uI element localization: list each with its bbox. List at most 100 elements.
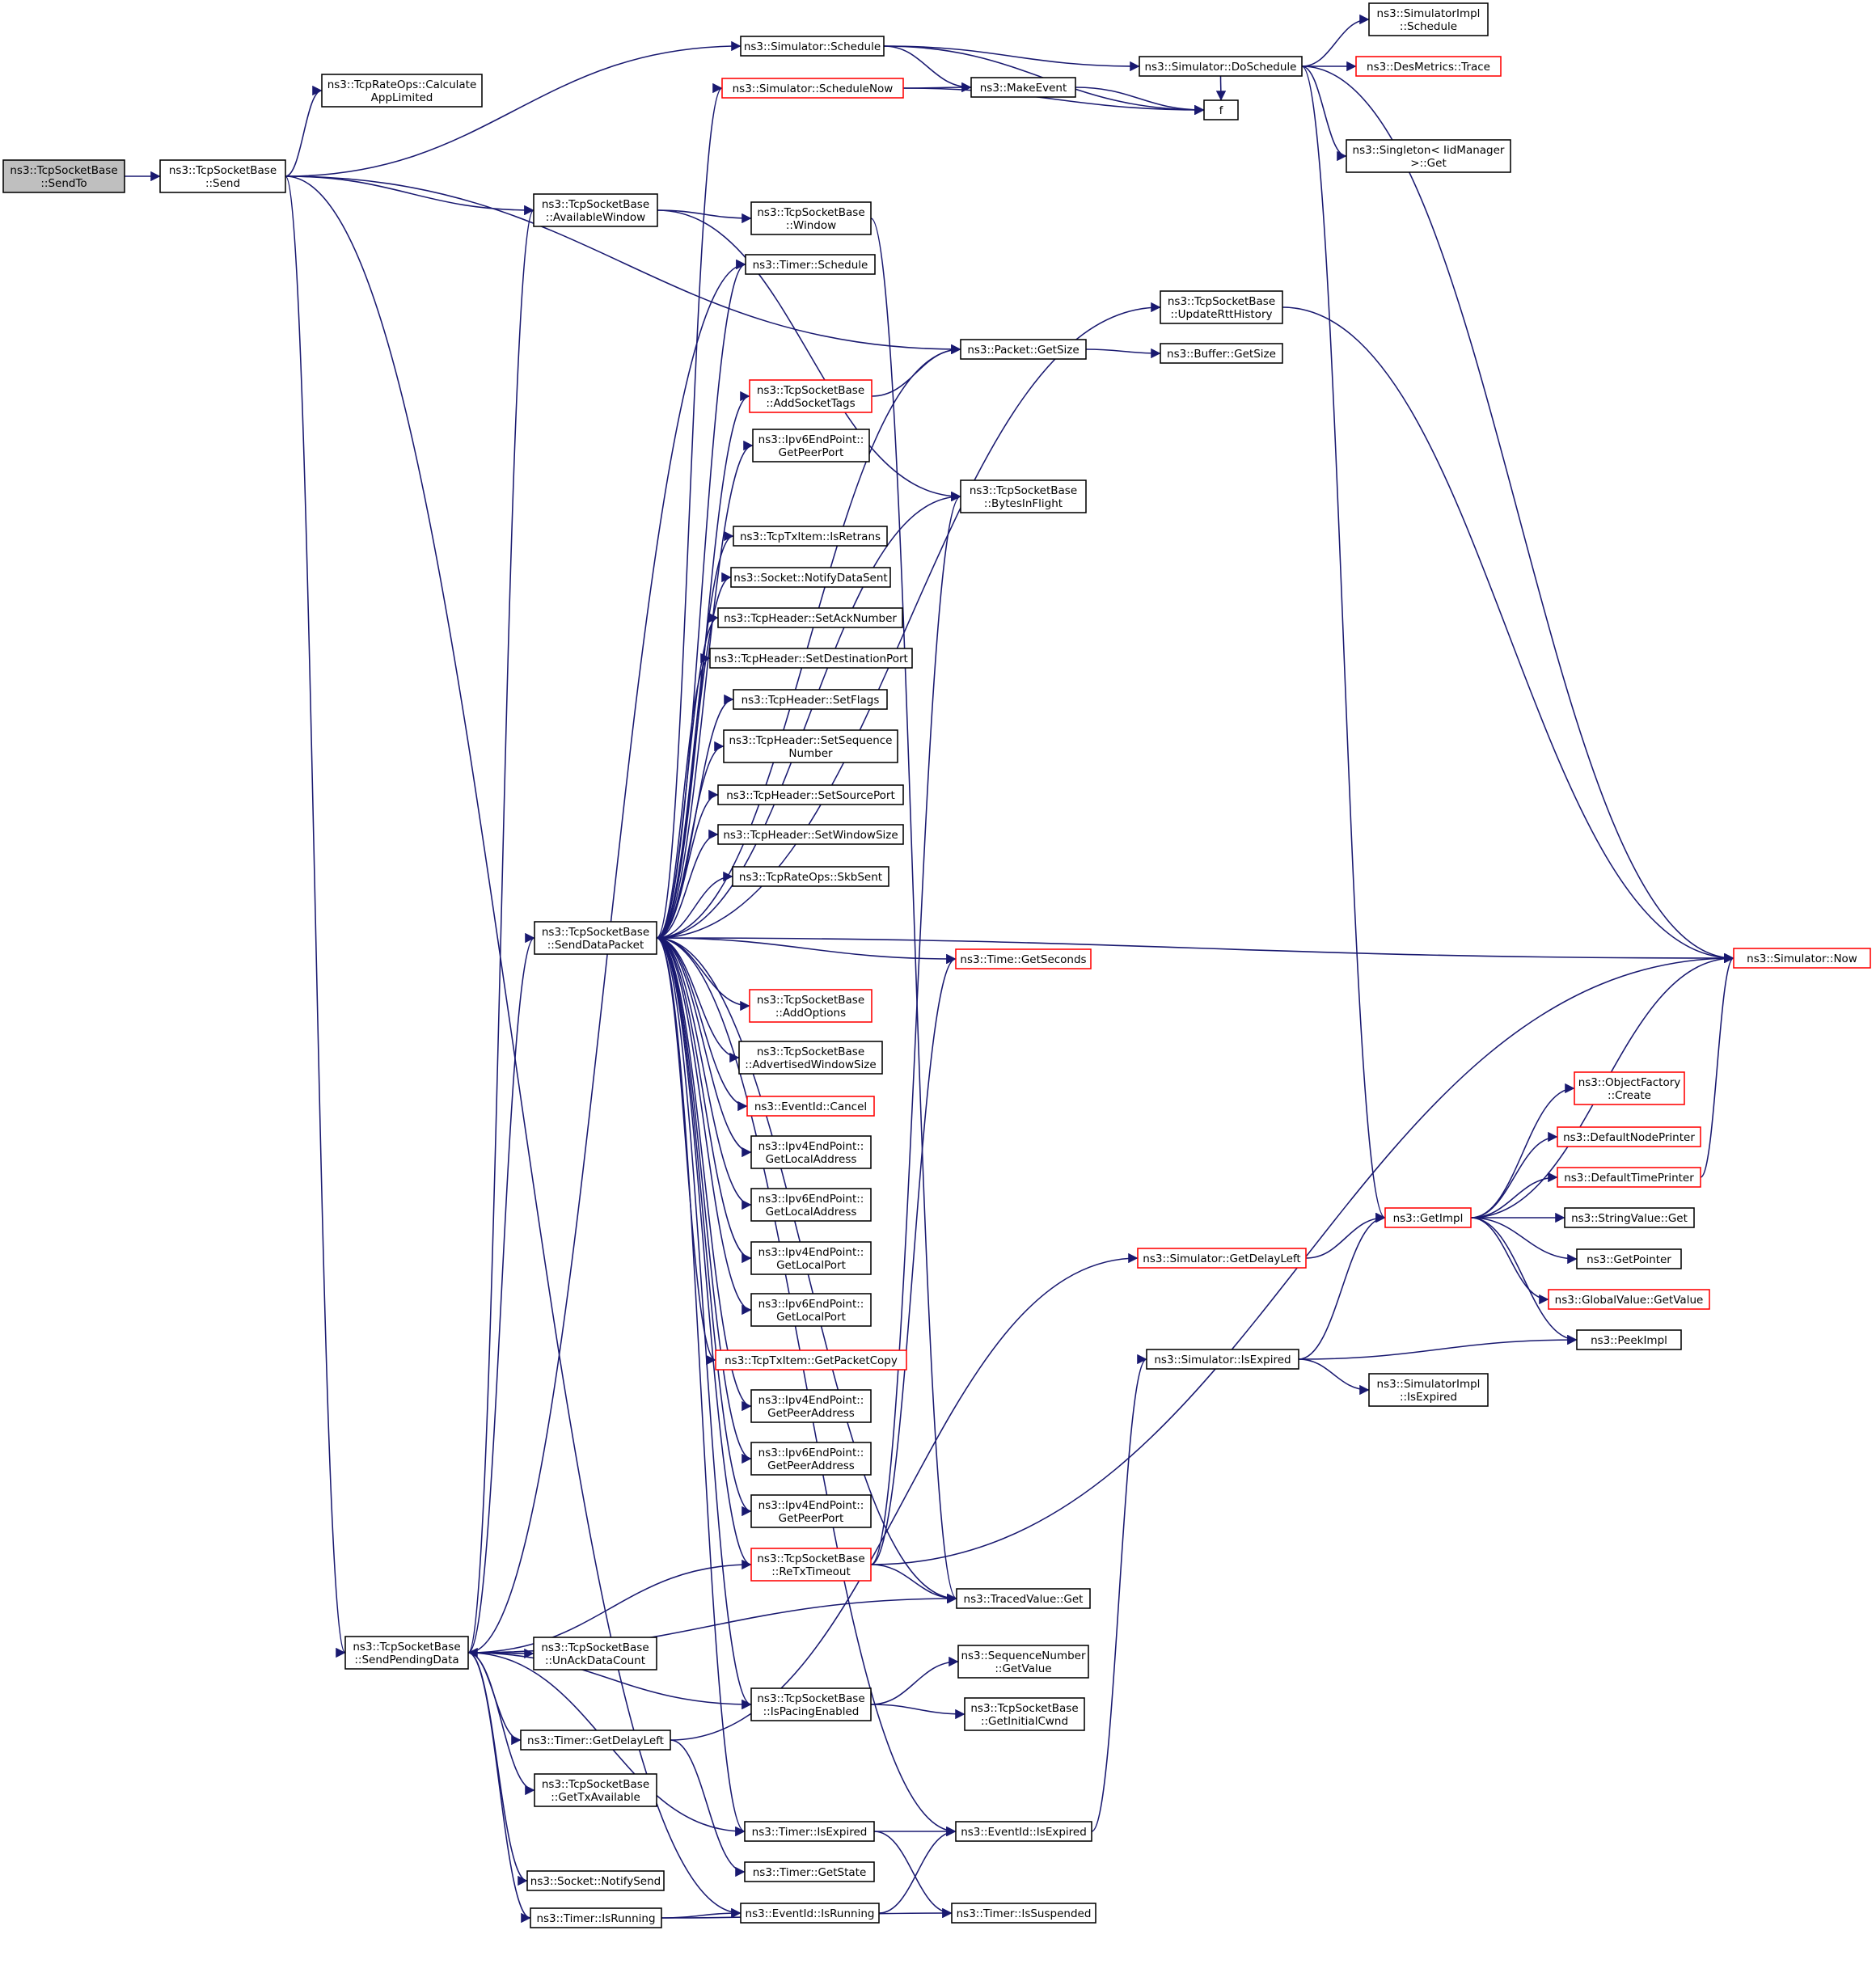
node-label: ::UnAckDataCount (545, 1654, 645, 1667)
node-set-ack[interactable]: ns3::TcpHeader::SetAckNumber (717, 607, 903, 628)
node-avail-win[interactable]: ns3::TcpSocketBase::AvailableWindow (533, 193, 658, 227)
node-box (1139, 56, 1303, 77)
node-timer-isexpired[interactable]: ns3::Timer::IsExpired (744, 1821, 875, 1842)
node-get-init-cwnd[interactable]: ns3::TcpSocketBase::GetInitialCwnd (964, 1697, 1085, 1731)
node-timer-getdelay[interactable]: ns3::Timer::GetDelayLeft (520, 1730, 671, 1751)
node-ipv4-getlocaladdr[interactable]: ns3::Ipv4EndPoint::GetLocalAddress (750, 1135, 872, 1169)
node-set-win-size[interactable]: ns3::TcpHeader::SetWindowSize (717, 824, 904, 845)
node-make-event[interactable]: ns3::MakeEvent (970, 77, 1076, 98)
node-traced-get[interactable]: ns3::TracedValue::Get (956, 1588, 1091, 1609)
edge-send-data-pkt-to-set-src-port (656, 789, 719, 939)
node-add-options[interactable]: ns3::TcpSocketBase::AddOptions (749, 989, 873, 1023)
node-label: ::AddOptions (775, 1007, 846, 1020)
node-adv-win-size[interactable]: ns3::TcpSocketBase::AdvertisedWindowSize (738, 1041, 883, 1075)
node-des-trace[interactable]: ns3::DesMetrics::Trace (1355, 56, 1502, 77)
node-ipv4-getlocalport[interactable]: ns3::Ipv4EndPoint::GetLocalPort (750, 1241, 872, 1275)
node-def-time-printer[interactable]: ns3::DefaultTimePrinter (1557, 1167, 1701, 1188)
node-timer-isrunning[interactable]: ns3::Timer::IsRunning (530, 1907, 662, 1928)
node-evt-cancel[interactable]: ns3::EventId::Cancel (746, 1096, 875, 1117)
node-ipv6-getpeeraddr[interactable]: ns3::Ipv6EndPoint::GetPeerAddress (750, 1442, 872, 1476)
node-set-dest-port[interactable]: ns3::TcpHeader::SetDestinationPort (709, 648, 913, 669)
node-singleton-get[interactable]: ns3::Singleton< IidManager>::Get (1346, 139, 1511, 173)
node-box (534, 1773, 657, 1807)
node-unack-count[interactable]: ns3::TcpSocketBase::UnAckDataCount (533, 1637, 657, 1670)
node-label: ns3::Simulator::ScheduleNow (733, 82, 894, 95)
node-timer-issusp[interactable]: ns3::Timer::IsSuspended (951, 1903, 1096, 1924)
node-label: ::Window (786, 219, 836, 232)
node-get-pointer[interactable]: ns3::GetPointer (1576, 1248, 1682, 1269)
node-set-src-port[interactable]: ns3::TcpHeader::SetSourcePort (717, 784, 904, 805)
node-ipv4-getpeeraddr[interactable]: ns3::Ipv4EndPoint::GetPeerAddress (750, 1389, 872, 1423)
node-label: AppLimited (371, 91, 433, 104)
node-global-getvalue[interactable]: ns3::GlobalValue::GetValue (1548, 1289, 1710, 1310)
node-pkt-getsize[interactable]: ns3::Packet::GetSize (960, 339, 1087, 360)
node-send[interactable]: ns3::TcpSocketBase::Send (159, 159, 286, 193)
node-label: ns3::Singleton< IidManager (1353, 144, 1505, 157)
node-label: ns3::TcpTxItem::GetPacketCopy (725, 1354, 898, 1367)
node-f[interactable]: f (1203, 99, 1239, 120)
node-retx-timeout[interactable]: ns3::TcpSocketBase::ReTxTimeout (750, 1548, 872, 1582)
node-label: >::Get (1410, 157, 1446, 170)
node-send-data-pkt[interactable]: ns3::TcpSocketBase::SendDataPacket (534, 921, 657, 955)
node-time-getsec[interactable]: ns3::Time::GetSeconds (955, 948, 1092, 969)
edge-send-data-pkt-to-sched-now (656, 83, 723, 939)
node-do-schedule[interactable]: ns3::Simulator::DoSchedule (1139, 56, 1303, 77)
edge-send-data-pkt-to-evt-cancel (656, 937, 748, 1112)
node-update-rtt[interactable]: ns3::TcpSocketBase::UpdateRttHistory (1160, 290, 1283, 324)
node-evt-isexpired[interactable]: ns3::EventId::IsExpired (955, 1821, 1092, 1842)
node-notify-data-sent[interactable]: ns3::Socket::NotifyDataSent (730, 567, 891, 588)
edge-sim-isexpired-to-simimpl-isexpired (1298, 1358, 1370, 1396)
node-def-node-printer[interactable]: ns3::DefaultNodePrinter (1557, 1126, 1701, 1147)
node-peek-impl[interactable]: ns3::PeekImpl (1576, 1329, 1682, 1350)
node-ipv6-getlocalport[interactable]: ns3::Ipv6EndPoint::GetLocalPort (750, 1293, 872, 1327)
node-ipv6-getpeerport[interactable]: ns3::Ipv6EndPoint::GetPeerPort (752, 429, 870, 462)
node-send-pending[interactable]: ns3::TcpSocketBase::SendPendingData (344, 1636, 469, 1670)
node-label: GetLocalAddress (766, 1206, 857, 1219)
node-get-impl[interactable]: ns3::GetImpl (1384, 1207, 1472, 1228)
node-sim-schedule[interactable]: ns3::Simulator::Schedule (740, 36, 885, 57)
node-add-sock-tags[interactable]: ns3::TcpSocketBase::AddSocketTags (749, 379, 873, 413)
node-label: ns3::PeekImpl (1591, 1334, 1667, 1347)
node-sim-isexpired[interactable]: ns3::Simulator::IsExpired (1146, 1349, 1299, 1370)
node-skb-sent[interactable]: ns3::TcpRateOps::SkbSent (732, 866, 889, 887)
node-is-pacing[interactable]: ns3::TcpSocketBase::IsPacingEnabled (750, 1687, 872, 1721)
node-simimpl-isexpired[interactable]: ns3::SimulatorImpl::IsExpired (1368, 1373, 1489, 1407)
node-label: ns3::EventId::Cancel (754, 1100, 867, 1113)
node-string-get[interactable]: ns3::StringValue::Get (1564, 1207, 1695, 1228)
node-label: ns3::GetImpl (1393, 1212, 1464, 1225)
node-box (723, 729, 898, 763)
node-label: ns3::SequenceNumber (961, 1649, 1086, 1662)
edge-send-to-calc-app (285, 85, 323, 177)
node-timer-getstate[interactable]: ns3::Timer::GetState (744, 1861, 875, 1882)
node-get-tx-avail[interactable]: ns3::TcpSocketBase::GetTxAvailable (534, 1773, 657, 1807)
node-box (1160, 290, 1283, 324)
node-label: ns3::Simulator::Schedule (744, 40, 881, 53)
edge-def-time-printer-to-sim-now (1700, 952, 1734, 1178)
node-evt-isrunning[interactable]: ns3::EventId::IsRunning (740, 1903, 880, 1924)
node-isretrans[interactable]: ns3::TcpTxItem::IsRetrans (733, 526, 888, 547)
node-box (1346, 139, 1511, 173)
node-bytes-inflight[interactable]: ns3::TcpSocketBase::BytesInFlight (960, 479, 1087, 513)
node-set-flags[interactable]: ns3::TcpHeader::SetFlags (733, 689, 888, 710)
node-obj-create[interactable]: ns3::ObjectFactory::Create (1574, 1071, 1685, 1105)
node-window[interactable]: ns3::TcpSocketBase::Window (750, 201, 872, 235)
node-buf-getsize[interactable]: ns3::Buffer::GetSize (1160, 343, 1283, 364)
node-notify-send[interactable]: ns3::Socket::NotifySend (526, 1870, 665, 1891)
node-box (1564, 1207, 1695, 1228)
node-sched-now[interactable]: ns3::Simulator::ScheduleNow (721, 78, 904, 99)
node-sim-now[interactable]: ns3::Simulator::Now (1733, 948, 1871, 969)
node-seq-getvalue[interactable]: ns3::SequenceNumber::GetValue (957, 1645, 1089, 1679)
node-timer-sched[interactable]: ns3::Timer::Schedule (745, 254, 876, 275)
node-ipv4-getpeerport[interactable]: ns3::Ipv4EndPoint::GetPeerPort (750, 1494, 872, 1528)
node-sendto[interactable]: ns3::TcpSocketBase::SendTo (2, 159, 125, 193)
node-box (1203, 99, 1239, 120)
node-sim-getdelay[interactable]: ns3::Simulator::GetDelayLeft (1137, 1248, 1307, 1269)
node-get-pkt-copy[interactable]: ns3::TcpTxItem::GetPacketCopy (715, 1349, 907, 1371)
node-label: ns3::TcpHeader::SetDestinationPort (714, 653, 908, 665)
node-simimpl-sched[interactable]: ns3::SimulatorImpl::Schedule (1368, 2, 1489, 36)
node-box (2, 159, 125, 193)
node-ipv6-getlocaladdr[interactable]: ns3::Ipv6EndPoint::GetLocalAddress (750, 1188, 872, 1222)
node-box (1146, 1349, 1299, 1370)
